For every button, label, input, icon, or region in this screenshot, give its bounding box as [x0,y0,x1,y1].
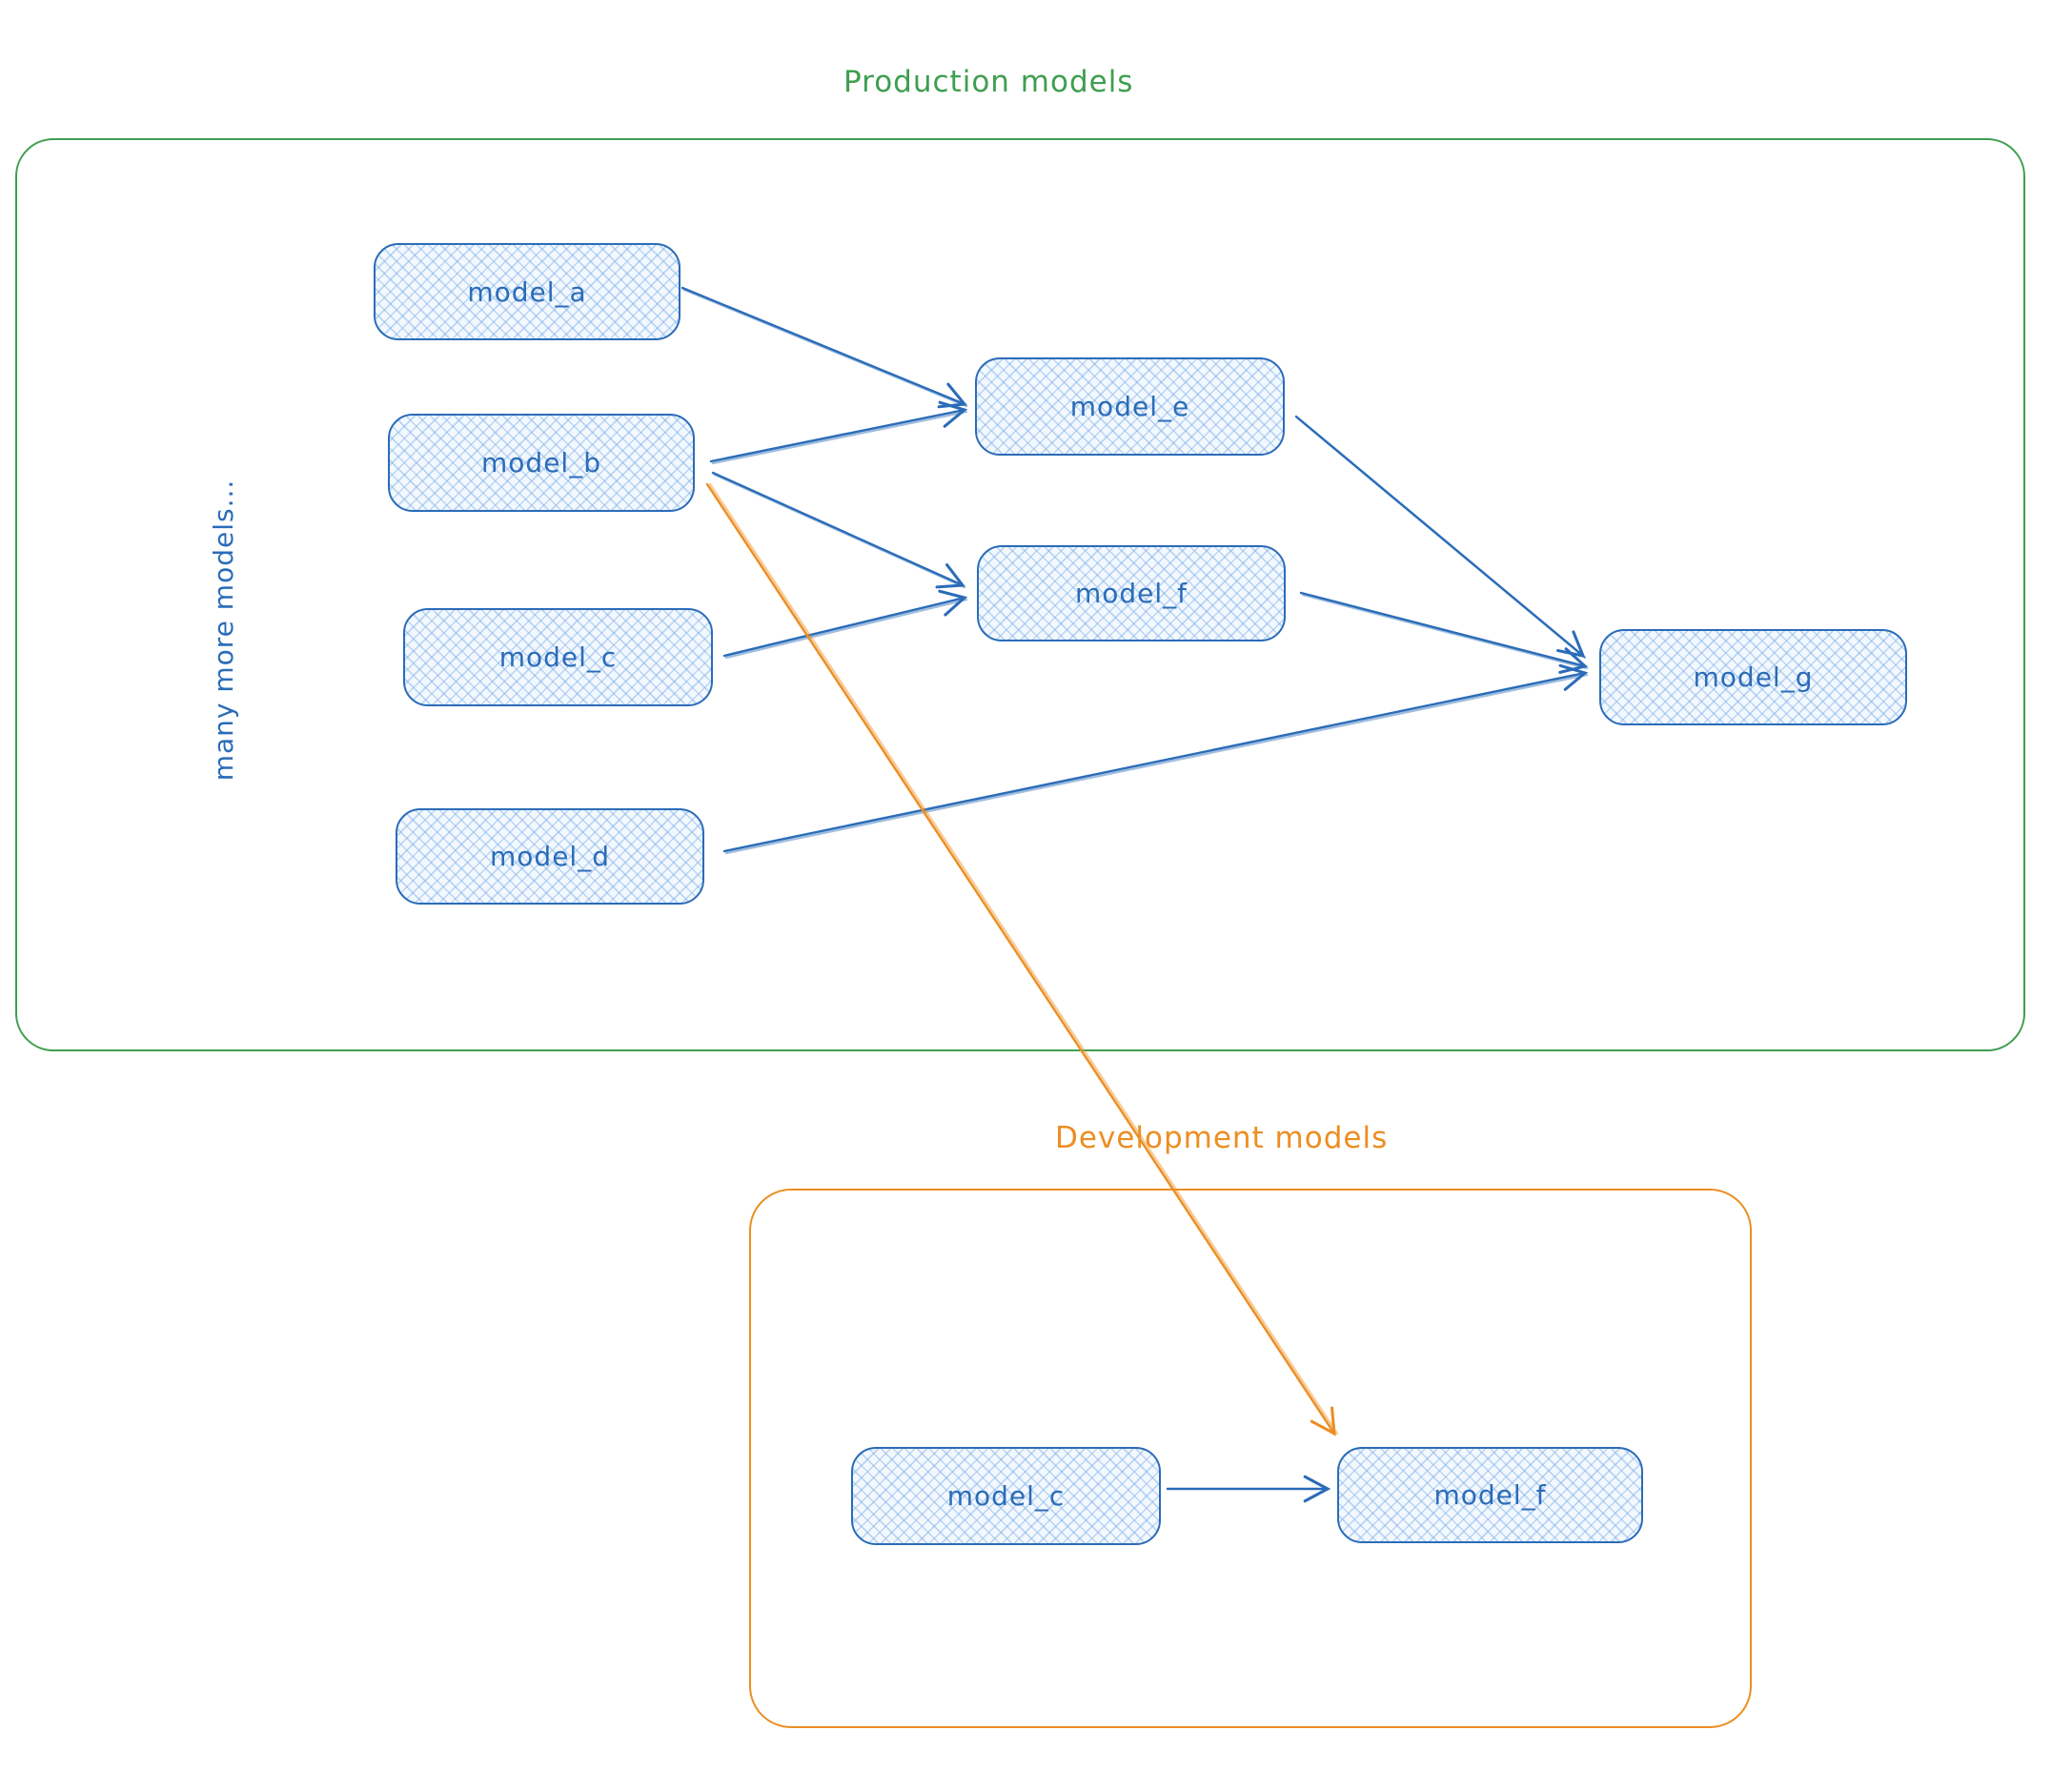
node-model-f-label: model_f [1074,578,1188,609]
many-more-models-label: many more models... [208,478,239,782]
node-model-g: model_g [1599,629,1907,725]
node-model-c: model_c [403,608,713,706]
node-dev-model-f: model_f [1337,1447,1643,1543]
node-dev-model-f-label: model_f [1433,1479,1547,1511]
node-model-c-label: model_c [498,641,618,673]
node-model-g-label: model_g [1693,662,1814,693]
node-dev-model-c-label: model_c [946,1480,1066,1512]
node-model-d-label: model_d [490,841,610,872]
node-model-a-label: model_a [467,275,587,308]
production-group-title: Production models [843,65,1134,99]
development-group-title: Development models [1055,1121,1389,1155]
node-model-b-label: model_b [481,447,601,478]
node-model-b: model_b [388,414,695,512]
node-model-f: model_f [977,545,1286,641]
node-model-e-label: model_e [1069,391,1190,422]
node-dev-model-c: model_c [851,1447,1161,1545]
node-model-d: model_d [396,808,704,905]
node-model-e: model_e [975,357,1285,456]
node-model-a: model_a [374,243,681,340]
